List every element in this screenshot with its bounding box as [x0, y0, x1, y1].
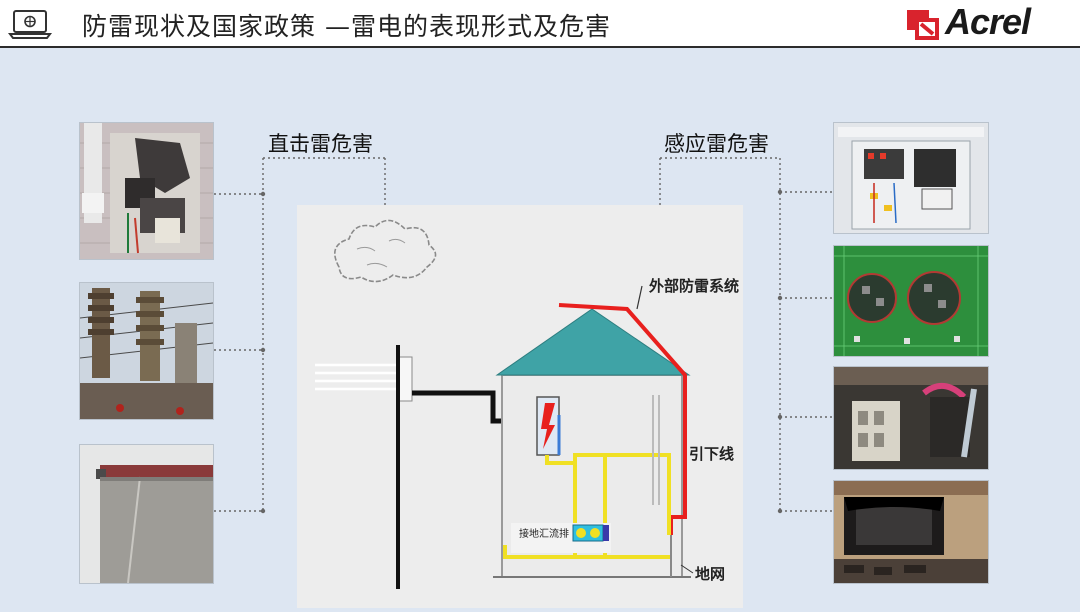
substation-insulator-photo: [79, 282, 214, 420]
circuit-board-photo: [833, 245, 989, 357]
external-protection-label: 外部防雷系统: [648, 277, 739, 295]
down-conductor-label: 引下线: [689, 445, 734, 463]
bus-bar-label: 接地汇流排: [519, 527, 569, 540]
burnt-terminal-photo: [833, 366, 989, 470]
lightning-protection-diagram: 接地汇流排 外部防雷系统 引下线 地网: [297, 205, 743, 608]
control-cabinet-photo: [833, 122, 989, 234]
grounding-grid-label: 地网: [695, 565, 725, 583]
damaged-meter-box-photo: [79, 122, 214, 260]
building-parapet-photo: [79, 444, 214, 584]
burnt-device-photo: [833, 480, 989, 584]
